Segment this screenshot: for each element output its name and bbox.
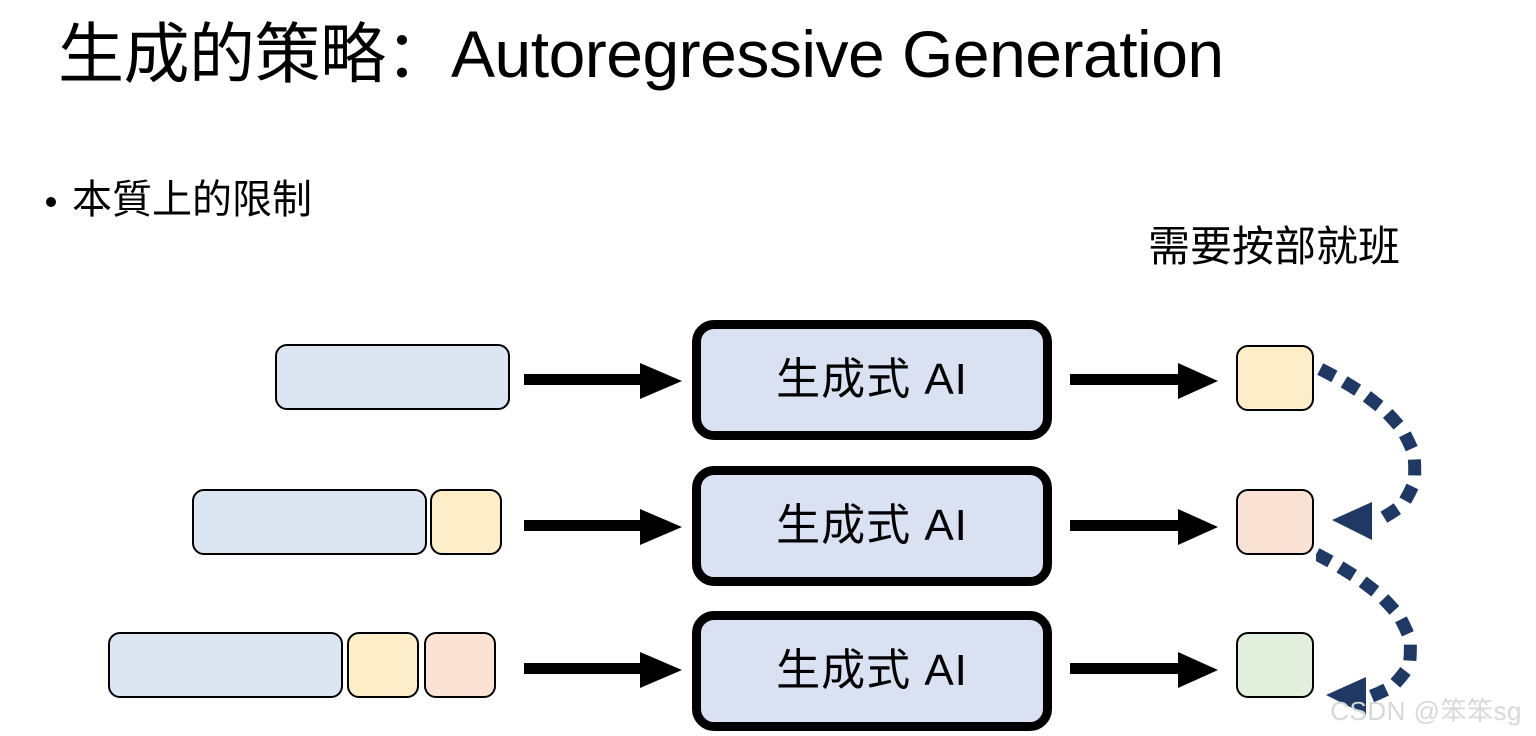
row2-output-token — [1236, 489, 1314, 555]
row3-arrow-input-to-model — [524, 652, 682, 688]
right-caption-label: 需要按部就班 — [1148, 223, 1401, 270]
row3-input-token-1 — [347, 632, 419, 698]
row3-arrow-model-to-output — [1070, 652, 1218, 688]
row3-input-token-2 — [424, 632, 496, 698]
row2-model-box: 生成式 AI — [692, 466, 1052, 586]
bullet-item: 本質上的限制 — [46, 176, 312, 224]
bullet-item-label: 本質上的限制 — [72, 178, 312, 222]
row3-model-label: 生成式 AI — [776, 646, 968, 695]
row1-model-label: 生成式 AI — [776, 355, 968, 404]
row1-input-prompt-box — [275, 344, 510, 410]
feedback-arrow-row1-to-row2 — [1317, 363, 1422, 540]
row3-model-box: 生成式 AI — [692, 611, 1052, 731]
page-title: 生成的策略：Autoregressive Generation — [58, 17, 1224, 91]
row1-arrow-model-to-output — [1070, 363, 1218, 399]
row1-model-box: 生成式 AI — [692, 320, 1052, 440]
row2-input-token-1 — [430, 489, 502, 555]
row2-arrow-input-to-model — [524, 509, 682, 545]
row2-model-label: 生成式 AI — [776, 501, 968, 550]
feedback-arrow-row2-to-row3 — [1316, 548, 1417, 715]
csdn-watermark: CSDN @笨笨sg — [1330, 696, 1522, 726]
row1-arrow-input-to-model — [524, 363, 682, 399]
row2-input-prompt-box — [192, 489, 427, 555]
row3-input-prompt-box — [108, 632, 343, 698]
row3-output-token — [1236, 632, 1314, 698]
bullet-dot-icon — [46, 197, 56, 207]
row2-arrow-model-to-output — [1070, 509, 1218, 545]
row1-output-token — [1236, 345, 1314, 411]
